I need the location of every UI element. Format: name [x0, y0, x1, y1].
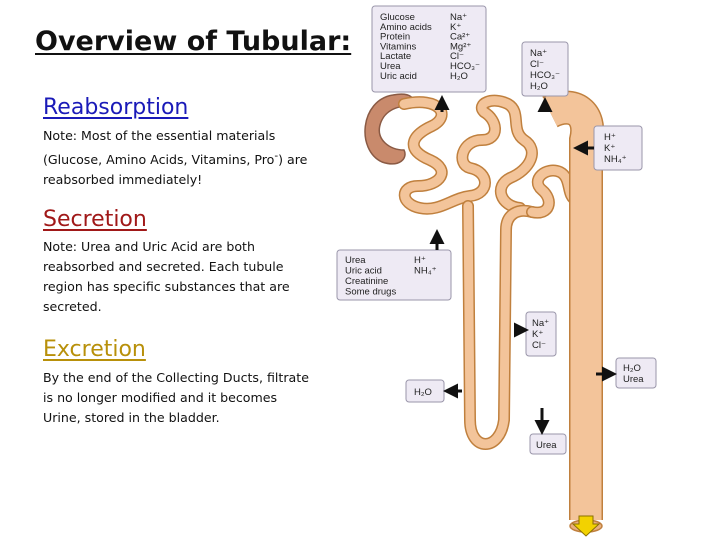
secretion-note: Note: Urea and Uric Acid are both reabso…	[43, 239, 290, 314]
urine-flow-arrow	[571, 515, 601, 537]
box-item: Lactate	[380, 51, 411, 62]
box-item: H₂O	[530, 81, 548, 92]
box-item: H⁺	[604, 132, 616, 143]
box-item: NH₄⁺	[414, 266, 437, 277]
collecting-duct-ion-box: Na⁺K⁺Cl⁻	[525, 311, 557, 357]
box-item: Urea	[380, 61, 401, 72]
reabsorption-note: Note: Most of the essential materials (G…	[43, 126, 318, 190]
box-item: Na⁺	[450, 12, 467, 23]
box-item: H⁺	[414, 255, 426, 266]
excretion-note: By the end of the Collecting Ducts, filt…	[43, 370, 309, 425]
reabsorption-note-end: ) are reabsorbed immediately!	[43, 152, 308, 188]
excretion-heading: Excretion	[43, 337, 146, 362]
reabsorption-note-superscript: -	[274, 150, 279, 162]
box-item: HCO₃⁻	[530, 70, 560, 81]
pct-box-right-column: Na⁺K⁺Ca²⁺Mg²⁺Cl⁻HCO₃⁻H₂O	[450, 12, 480, 82]
secretion-heading: Secretion	[43, 207, 147, 232]
box-item: Uric acid	[380, 71, 417, 82]
box-item: Na⁺	[530, 48, 547, 59]
reabsorption-heading: Reabsorption	[43, 95, 189, 120]
loop-box-list: Na⁺Cl⁻HCO₃⁻H₂O	[530, 48, 560, 92]
nephron-tubule	[364, 90, 605, 533]
box-item: Vitamins	[380, 41, 417, 52]
box-item: Cl⁻	[530, 59, 544, 70]
box-item: Ca²⁺	[450, 32, 470, 43]
box-item: Na⁺	[532, 318, 549, 329]
box-item: Amino acids	[380, 22, 432, 33]
box-item: Uric acid	[345, 266, 382, 277]
box-item: Some drugs	[345, 287, 396, 298]
box-item: Mg²⁺	[450, 41, 471, 52]
box-item: NH₄⁺	[604, 154, 627, 165]
box-item: Cl⁻	[450, 51, 464, 62]
secretion-box-list: H⁺K⁺NH₄⁺	[604, 132, 627, 165]
box-item: Creatinine	[345, 276, 388, 287]
box-item: Cl⁻	[532, 340, 546, 351]
box-item: K⁺	[450, 22, 461, 33]
box-item: Urea	[536, 440, 557, 451]
page-title: Overview of Tubular:	[35, 26, 352, 57]
box-item: H₂O	[623, 363, 641, 374]
box-item: Urea	[345, 255, 366, 266]
descending-water-box: H₂O	[405, 379, 445, 403]
transport-arrows	[429, 95, 617, 537]
box-item: K⁺	[604, 143, 615, 154]
secretion-box: H⁺K⁺NH₄⁺	[593, 125, 643, 171]
box-item: H₂O	[450, 71, 468, 82]
box-item: K⁺	[532, 329, 543, 340]
box-item: HCO₃⁻	[450, 61, 480, 72]
waste-box-right-column: H⁺NH₄⁺	[414, 255, 437, 277]
box-item: Protein	[380, 32, 410, 43]
urea-box: Urea	[529, 433, 567, 455]
loop-reabsorbed-box: Na⁺Cl⁻HCO₃⁻H₂O	[521, 41, 569, 97]
collect-box-list: Na⁺K⁺Cl⁻	[532, 318, 549, 351]
box-item: H₂O	[414, 387, 432, 398]
box-item: Urea	[623, 374, 644, 385]
box-item: Glucose	[380, 12, 415, 23]
urea-box-list: Urea	[536, 440, 557, 451]
descending-box-list: H₂O	[414, 387, 432, 398]
reabsorption-note-text: Note: Most of the essential materials (G…	[43, 128, 276, 168]
